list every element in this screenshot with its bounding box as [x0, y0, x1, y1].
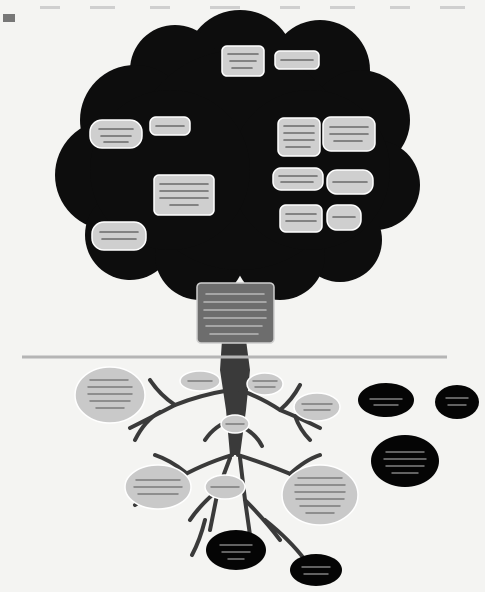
canopy-box-scribbles: [98, 53, 369, 240]
scan-edge-marks: [40, 6, 465, 9]
canopy-box: [91, 221, 147, 251]
black-oval: [371, 435, 439, 487]
canopy-box: [279, 204, 323, 233]
root-oval-scribbles: [87, 379, 346, 514]
black-oval: [435, 385, 479, 419]
trunk-box: [196, 282, 275, 344]
black-oval: [206, 530, 266, 570]
canopy-box: [153, 174, 215, 216]
black-ovals: [206, 383, 479, 586]
root-oval: [246, 372, 284, 396]
black-oval: [358, 383, 414, 417]
canopy-box: [272, 167, 324, 191]
canopy-box: [89, 119, 143, 149]
black-oval: [290, 554, 342, 586]
canopy-box: [277, 117, 321, 157]
root-oval: [74, 366, 146, 424]
root-oval: [281, 464, 359, 526]
root-oval: [293, 392, 341, 422]
black-oval-scribbles: [219, 397, 469, 575]
square-bullet-icon: [3, 14, 15, 22]
